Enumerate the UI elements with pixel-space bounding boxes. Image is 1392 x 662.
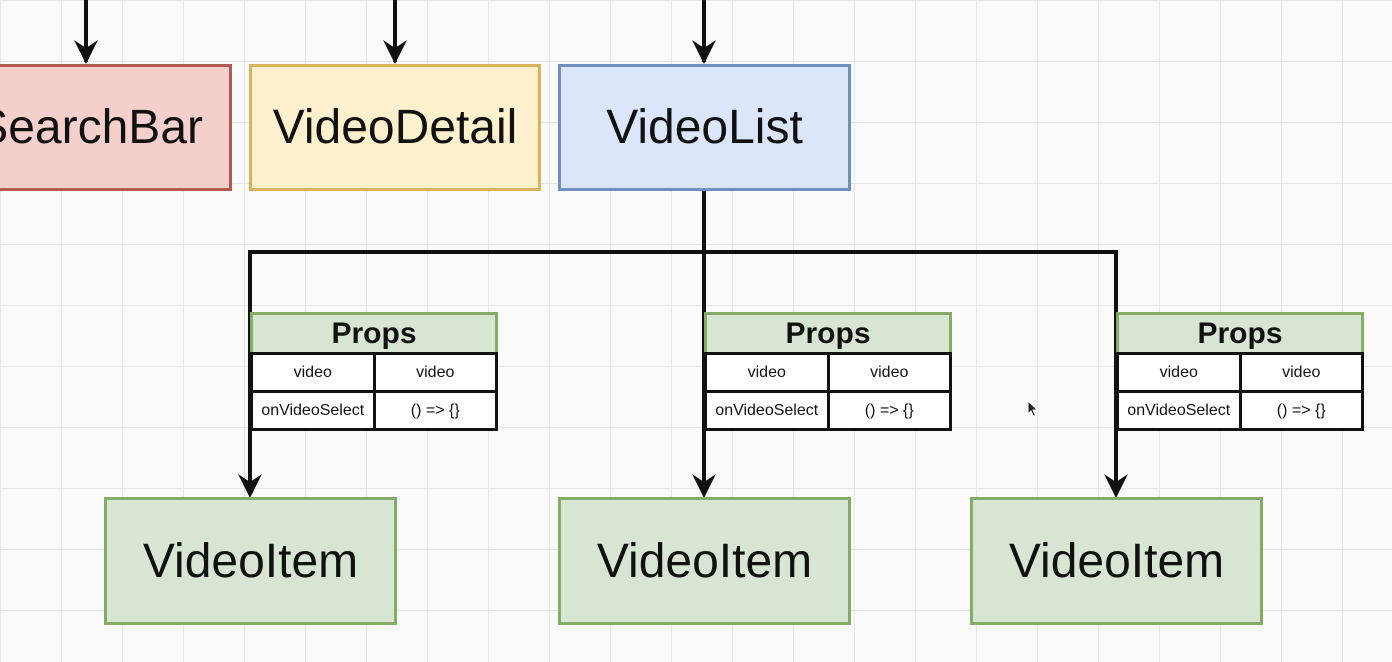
props-header: Props	[704, 312, 952, 352]
videoitem-node-right[interactable]: VideoItem	[970, 497, 1263, 625]
props-row-video: video video	[704, 352, 952, 393]
prop-name: video	[704, 352, 830, 393]
searchbar-label: SearchBar	[0, 101, 203, 154]
prop-name: video	[1116, 352, 1242, 393]
props-row-video: video video	[250, 352, 498, 393]
arrowhead-videolist	[692, 40, 716, 64]
props-grid: video video onVideoSelect () => {}	[250, 352, 498, 431]
arrowhead-searchbar	[74, 40, 98, 64]
videolist-node[interactable]: VideoList	[558, 64, 851, 191]
videoitem-node-left[interactable]: VideoItem	[104, 497, 397, 625]
searchbar-node[interactable]: SearchBar	[0, 64, 232, 191]
props-grid: video video onVideoSelect () => {}	[1116, 352, 1364, 431]
props-row-video: video video	[1116, 352, 1364, 393]
props-table-left: Props video video onVideoSelect () => {}	[250, 312, 498, 431]
videodetail-node[interactable]: VideoDetail	[249, 64, 541, 191]
prop-value: video	[826, 352, 952, 393]
prop-value: () => {}	[1238, 390, 1364, 431]
prop-name: onVideoSelect	[250, 390, 376, 431]
props-table-right: Props video video onVideoSelect () => {}	[1116, 312, 1364, 431]
arrowhead-videoitem-left	[238, 474, 262, 498]
prop-name: onVideoSelect	[1116, 390, 1242, 431]
props-row-onvideoselect: onVideoSelect () => {}	[250, 390, 498, 431]
props-row-onvideoselect: onVideoSelect () => {}	[704, 390, 952, 431]
prop-value: () => {}	[826, 390, 952, 431]
prop-value: () => {}	[372, 390, 498, 431]
props-grid: video video onVideoSelect () => {}	[704, 352, 952, 431]
prop-value: video	[1238, 352, 1364, 393]
videoitem-label: VideoItem	[596, 534, 813, 588]
props-row-onvideoselect: onVideoSelect () => {}	[1116, 390, 1364, 431]
arrowhead-videoitem-right	[1104, 474, 1128, 498]
prop-name: onVideoSelect	[704, 390, 830, 431]
videoitem-node-center[interactable]: VideoItem	[558, 497, 851, 625]
prop-name: video	[250, 352, 376, 393]
arrowhead-videodetail	[383, 40, 407, 64]
arrowhead-videoitem-center	[692, 474, 716, 498]
prop-value: video	[372, 352, 498, 393]
props-header: Props	[250, 312, 498, 352]
props-header: Props	[1116, 312, 1364, 352]
videolist-label: VideoList	[606, 101, 803, 154]
videodetail-label: VideoDetail	[272, 101, 518, 154]
videoitem-label: VideoItem	[142, 534, 359, 588]
mouse-cursor-icon	[1027, 400, 1039, 418]
videoitem-label: VideoItem	[1008, 534, 1225, 588]
props-table-center: Props video video onVideoSelect () => {}	[704, 312, 952, 431]
